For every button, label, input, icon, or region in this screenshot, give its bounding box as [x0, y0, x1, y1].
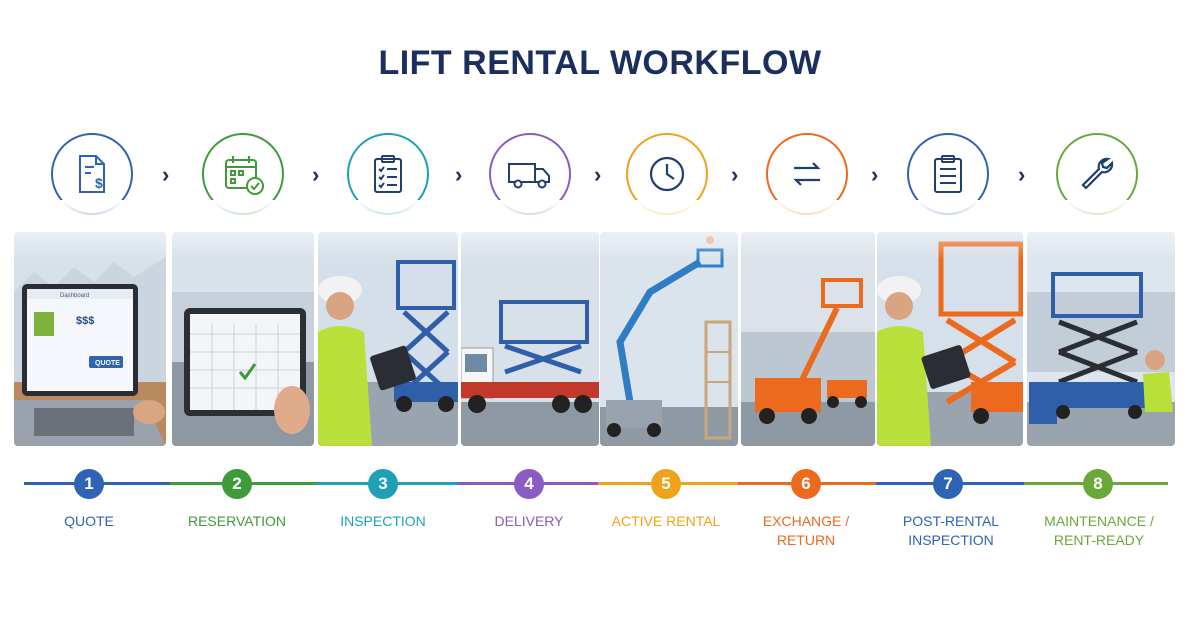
- panel-fade: [318, 200, 458, 260]
- step-8-label: MAINTENANCE / RENT-READY: [1044, 513, 1154, 548]
- svg-text:$: $: [95, 175, 103, 191]
- step-1-number: 1: [74, 469, 104, 499]
- quote-screen-price: $$$: [76, 315, 94, 327]
- panel-fade: [600, 200, 738, 260]
- step-3-label: INSPECTION: [340, 513, 426, 529]
- quote-screen-button: QUOTE: [95, 360, 120, 367]
- step-1-label: QUOTE: [64, 513, 114, 529]
- exchange-return-lifts-image: [741, 232, 875, 446]
- exchange-arrows-icon: [793, 162, 821, 186]
- chevron-right-icon: ›: [871, 162, 879, 187]
- calendar-check-icon: [225, 156, 264, 195]
- panel-fade: [741, 200, 875, 260]
- panel-fade: [1027, 200, 1175, 260]
- clipboard-checklist-icon: [374, 155, 402, 193]
- chevron-right-icon: ›: [455, 162, 463, 187]
- step-7-number: 7: [933, 469, 963, 499]
- quote-screen-header: Dashboard: [60, 293, 89, 299]
- clipboard-list-icon: [934, 155, 962, 193]
- chevron-right-icon: ›: [162, 162, 170, 187]
- post-rental-inspection-image: [877, 232, 1023, 446]
- panel-fade: [14, 200, 166, 260]
- step-5-number: 5: [651, 469, 681, 499]
- maintenance-scissor-lift-image: [1027, 232, 1175, 446]
- step-2-label: RESERVATION: [187, 513, 287, 529]
- active-rental-boom-lift-image: [600, 232, 738, 446]
- quote-laptop-image: Dashboard $$$ QUOTE: [14, 232, 166, 446]
- quote-document-dollar-icon: $: [79, 155, 105, 193]
- panel-fade: [172, 200, 314, 260]
- page-title: LIFT RENTAL WORKFLOW: [378, 44, 822, 82]
- step-5-label: ACTIVE RENTAL: [611, 513, 721, 529]
- reservation-tablet-image: [172, 232, 314, 446]
- truck-icon: [508, 163, 550, 189]
- inspection-worker-image: [318, 232, 458, 446]
- step-7-label: POST-RENTAL INSPECTION: [902, 513, 1000, 548]
- step-3-number: 3: [368, 469, 398, 499]
- step-6-number: 6: [791, 469, 821, 499]
- step-4-number: 4: [514, 469, 544, 499]
- wrench-icon: [1081, 157, 1114, 190]
- step-2-number: 2: [222, 469, 252, 499]
- chevron-right-icon: ›: [731, 162, 739, 187]
- step-6-label: EXCHANGE / RETURN: [762, 513, 850, 548]
- chevron-right-icon: ›: [594, 162, 602, 187]
- panel-fade: [461, 200, 599, 260]
- panel-fade: [877, 200, 1023, 260]
- clock-icon: [649, 156, 685, 192]
- chevron-right-icon: ›: [312, 162, 320, 187]
- step-4-label: DELIVERY: [494, 513, 564, 529]
- step-8-number: 8: [1083, 469, 1113, 499]
- chevron-right-icon: ›: [1018, 162, 1026, 187]
- delivery-truck-image: [461, 232, 599, 446]
